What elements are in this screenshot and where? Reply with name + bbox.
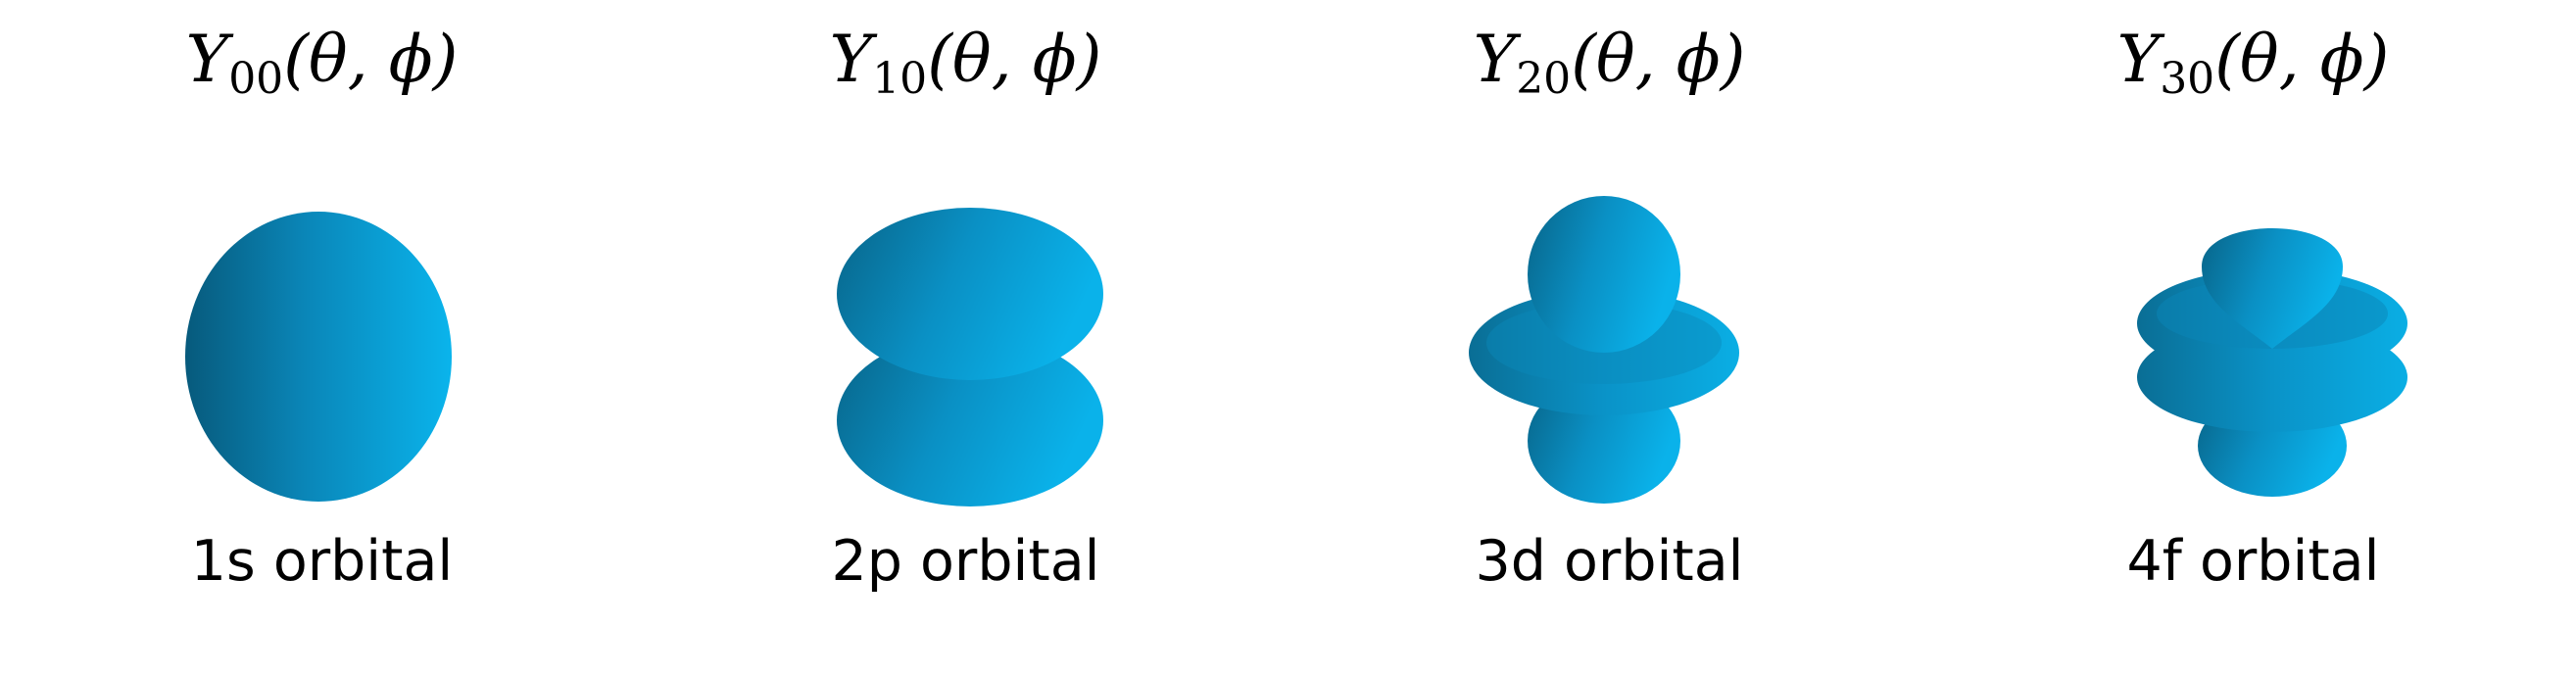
orbital-panel-3d: Y20(θ, ϕ) 3d orbital xyxy=(1288,0,1931,675)
title-subscript: 30 xyxy=(2160,54,2215,104)
title-args: (θ, ϕ) xyxy=(1571,22,1746,97)
panel-title: Y20(θ, ϕ) xyxy=(1288,22,1931,104)
panel-caption: 4f orbital xyxy=(2126,529,2380,594)
upper-lobe xyxy=(1528,196,1680,353)
title-symbol: Y xyxy=(2116,22,2161,97)
title-subscript: 00 xyxy=(228,54,284,104)
lower-lobe xyxy=(837,334,1103,506)
title-symbol: Y xyxy=(1473,22,1517,97)
title-symbol: Y xyxy=(185,22,229,97)
upper-lobe xyxy=(2202,228,2343,349)
panel-caption: 1s orbital xyxy=(190,529,454,594)
panel-title: Y30(θ, ϕ) xyxy=(1931,22,2575,104)
title-args: (θ, ϕ) xyxy=(2214,22,2390,97)
title-args: (θ, ϕ) xyxy=(927,22,1102,97)
title-args: (θ, ϕ) xyxy=(283,22,459,97)
title-symbol: Y xyxy=(829,22,873,97)
sphere-lobe xyxy=(185,212,452,502)
orbital-panel-2p: Y10(θ, ϕ) 2p orbital xyxy=(644,0,1288,675)
panel-caption: 2p orbital xyxy=(831,529,1100,594)
orbital-1s-shape xyxy=(185,212,452,502)
upper-lobe xyxy=(837,208,1103,380)
panel-caption: 3d orbital xyxy=(1475,529,1744,594)
orbital-2p-shape xyxy=(837,208,1103,506)
orbital-3d-shape xyxy=(1469,196,1739,504)
panel-title: Y00(θ, ϕ) xyxy=(0,22,644,104)
panel-title: Y10(θ, ϕ) xyxy=(644,22,1288,104)
orbital-panel-1s: Y00(θ, ϕ) 1s orbital xyxy=(0,0,644,675)
title-subscript: 10 xyxy=(872,54,928,104)
title-subscript: 20 xyxy=(1516,54,1572,104)
orbital-4f-shape xyxy=(2137,228,2407,497)
orbital-panel-4f: Y30(θ, ϕ) 4f orbital xyxy=(1931,0,2575,675)
